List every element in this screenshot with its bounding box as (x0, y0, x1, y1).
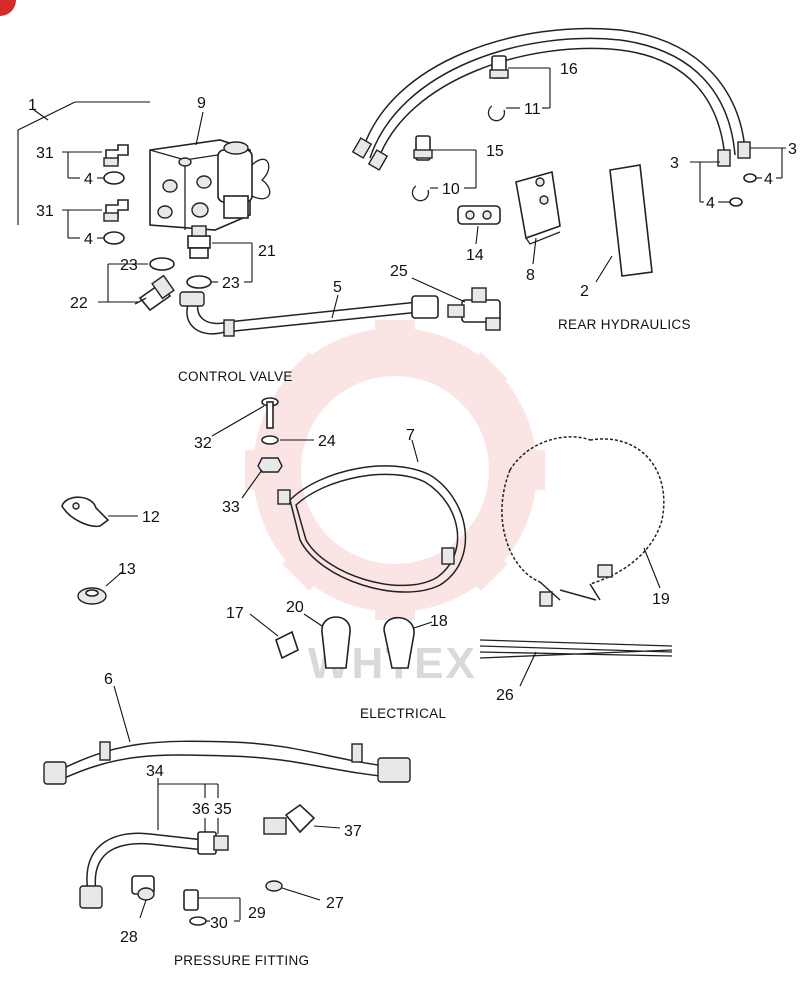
part-number: 17 (226, 605, 244, 622)
part-number: 10 (442, 181, 460, 198)
cover-18 (383, 616, 415, 669)
part-number: 18 (430, 613, 448, 630)
part-number-labels: 1 9 31 4 31 4 21 23 23 22 5 25 16 11 15 … (28, 61, 797, 946)
part-number: 25 (390, 263, 408, 280)
part-number: 29 (248, 905, 266, 922)
part-number: 37 (344, 823, 362, 840)
part-number: 33 (222, 499, 240, 516)
part-number: 4 (84, 231, 93, 248)
part-number: 4 (706, 195, 715, 212)
part-number: 6 (104, 671, 113, 688)
o-ring-4b (103, 231, 125, 245)
washer-24 (261, 435, 279, 445)
part-number: 21 (258, 243, 276, 260)
plate-14 (457, 205, 501, 225)
hydraulic-hose-5 (179, 291, 439, 337)
part-number: 31 (36, 203, 54, 220)
o-ring-23a (149, 257, 175, 271)
section-label-electrical: ELECTRICAL (360, 706, 446, 721)
cover-20 (321, 616, 351, 669)
part-number: 8 (526, 267, 535, 284)
elbow-28 (131, 875, 155, 901)
connector-17 (275, 630, 299, 660)
part-number: 4 (764, 171, 773, 188)
part-number: 22 (70, 295, 88, 312)
elbow-fitting-22 (134, 274, 175, 312)
part-number: 4 (84, 171, 93, 188)
tee-fitting-25 (447, 287, 501, 331)
hose-34 (79, 831, 229, 909)
part-number: 11 (524, 101, 541, 118)
o-ring-4c (743, 173, 757, 183)
part-number: 24 (318, 433, 336, 450)
o-ring-4a (103, 171, 125, 185)
decal-2 (609, 164, 653, 277)
part-number: 9 (197, 95, 206, 112)
cable-ties-26 (479, 639, 673, 659)
part-number: 30 (210, 915, 228, 932)
clamp-12 (61, 496, 110, 528)
hose-6 (43, 740, 411, 785)
watermark-gear-icon (245, 320, 545, 620)
bracket-1 (17, 101, 150, 225)
bolt-32 (261, 397, 279, 429)
wire-harness-7 (277, 465, 467, 593)
part-number: 28 (120, 929, 138, 946)
leader-lines (33, 67, 786, 922)
part-number: 26 (496, 687, 514, 704)
snap-ring-10 (411, 185, 430, 202)
fitting-16 (489, 55, 509, 79)
corner-marker (0, 0, 16, 16)
plug-27 (265, 880, 283, 892)
rear-hydraulic-hoses-3 (351, 27, 751, 171)
part-number: 2 (580, 283, 589, 300)
part-number: 31 (36, 145, 54, 162)
part-number: 32 (194, 435, 212, 452)
elbow-fitting-31-upper (103, 144, 129, 167)
part-number: 15 (486, 143, 504, 160)
part-number: 23 (120, 257, 138, 274)
part-number: 16 (560, 61, 578, 78)
part-number: 36 (192, 801, 210, 818)
part-number: 14 (466, 247, 484, 264)
bracket-8 (515, 170, 561, 245)
part-number: 3 (788, 141, 797, 158)
part-number: 5 (333, 279, 342, 296)
fitting-29 (183, 889, 199, 911)
o-ring-30 (189, 916, 207, 926)
part-number: 13 (118, 561, 136, 578)
section-label-pressure-fitting: PRESSURE FITTING (174, 953, 309, 968)
part-number: 20 (286, 599, 304, 616)
elbow-37 (263, 803, 316, 835)
nut-33 (257, 457, 283, 473)
section-label-rear-hydraulics: REAR HYDRAULICS (558, 317, 691, 332)
grommet-13 (77, 587, 107, 605)
part-number: 3 (670, 155, 679, 172)
part-number: 35 (214, 801, 232, 818)
part-number: 27 (326, 895, 344, 912)
o-ring-23b (186, 275, 212, 289)
part-number: 34 (146, 763, 164, 780)
control-valve-body (149, 139, 271, 231)
section-label-control-valve: CONTROL VALVE (178, 369, 293, 384)
part-number: 7 (406, 427, 415, 444)
part-number: 12 (142, 509, 160, 526)
snap-ring-11 (487, 105, 506, 122)
fitting-15 (413, 135, 433, 161)
part-number: 19 (652, 591, 670, 608)
elbow-fitting-31-lower (103, 199, 129, 222)
straight-fitting-21 (187, 225, 211, 259)
o-ring-4d (729, 197, 743, 207)
part-number: 23 (222, 275, 240, 292)
part-number: 1 (28, 97, 37, 114)
wire-harness-19 (501, 436, 665, 607)
